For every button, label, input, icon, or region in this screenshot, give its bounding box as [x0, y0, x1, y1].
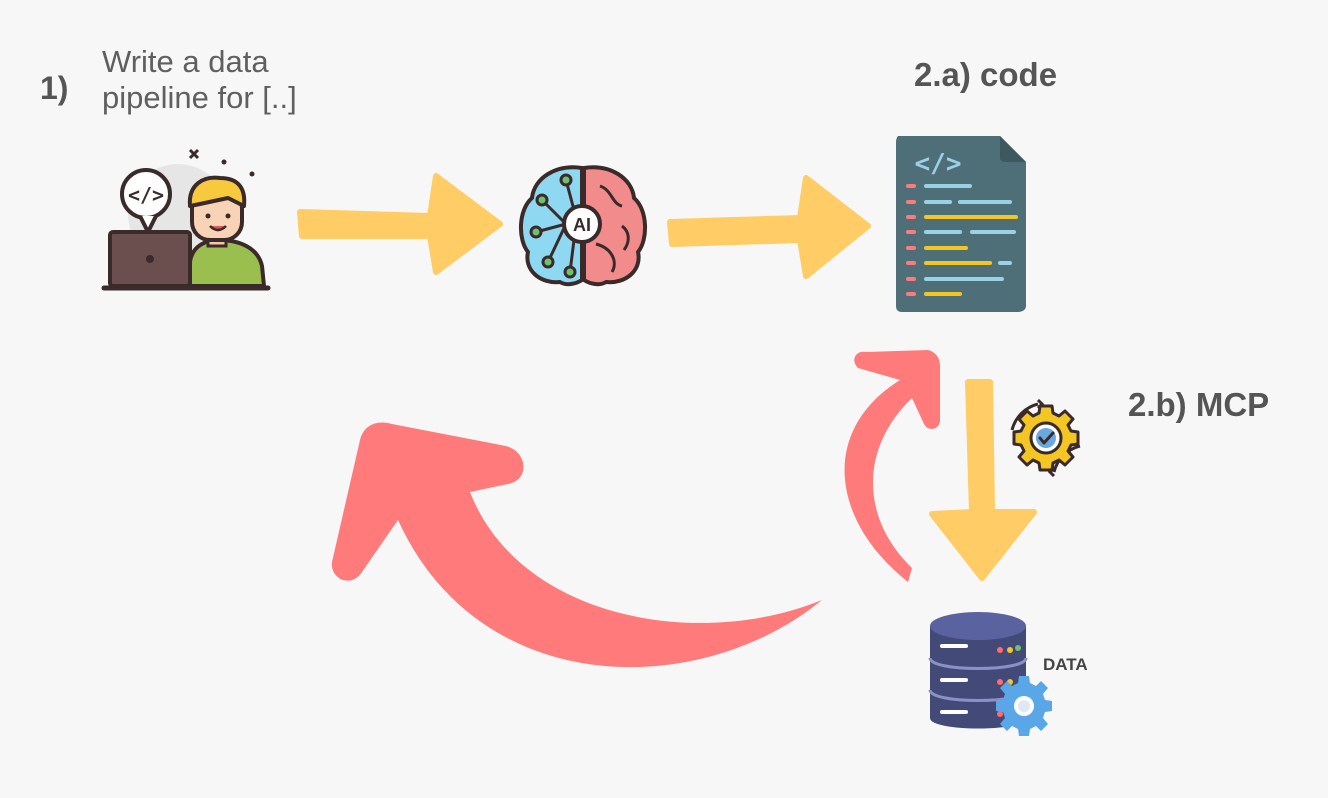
database-label: DATA — [1043, 655, 1088, 674]
ai-brain-icon: AI — [518, 165, 648, 287]
step1-description: Write a data pipeline for [..] — [102, 44, 362, 116]
step2a-label: 2.a) code — [914, 56, 1058, 93]
step1-number: 1) — [40, 70, 69, 106]
arrow-user-to-ai — [297, 173, 503, 275]
code-file-icon: </> — [896, 136, 1026, 312]
step1-text-line1: Write a data — [102, 44, 269, 79]
svg-text:</>: </> — [915, 149, 962, 179]
gear-check-icon — [1010, 398, 1081, 478]
ai-badge-text: AI — [573, 215, 591, 235]
arrow-data-to-code — [844, 350, 940, 582]
database-server-icon — [928, 612, 1052, 736]
developer-laptop-icon: </> — [101, 148, 271, 291]
step2b-label: 2.b) MCP — [1128, 386, 1270, 423]
svg-text:</>: </> — [128, 183, 164, 207]
arrow-data-to-user — [331, 422, 822, 668]
arrow-code-to-data — [929, 379, 1037, 581]
step1-text-line2: pipeline for [..] — [102, 80, 297, 115]
arrow-ai-to-code — [667, 175, 871, 279]
